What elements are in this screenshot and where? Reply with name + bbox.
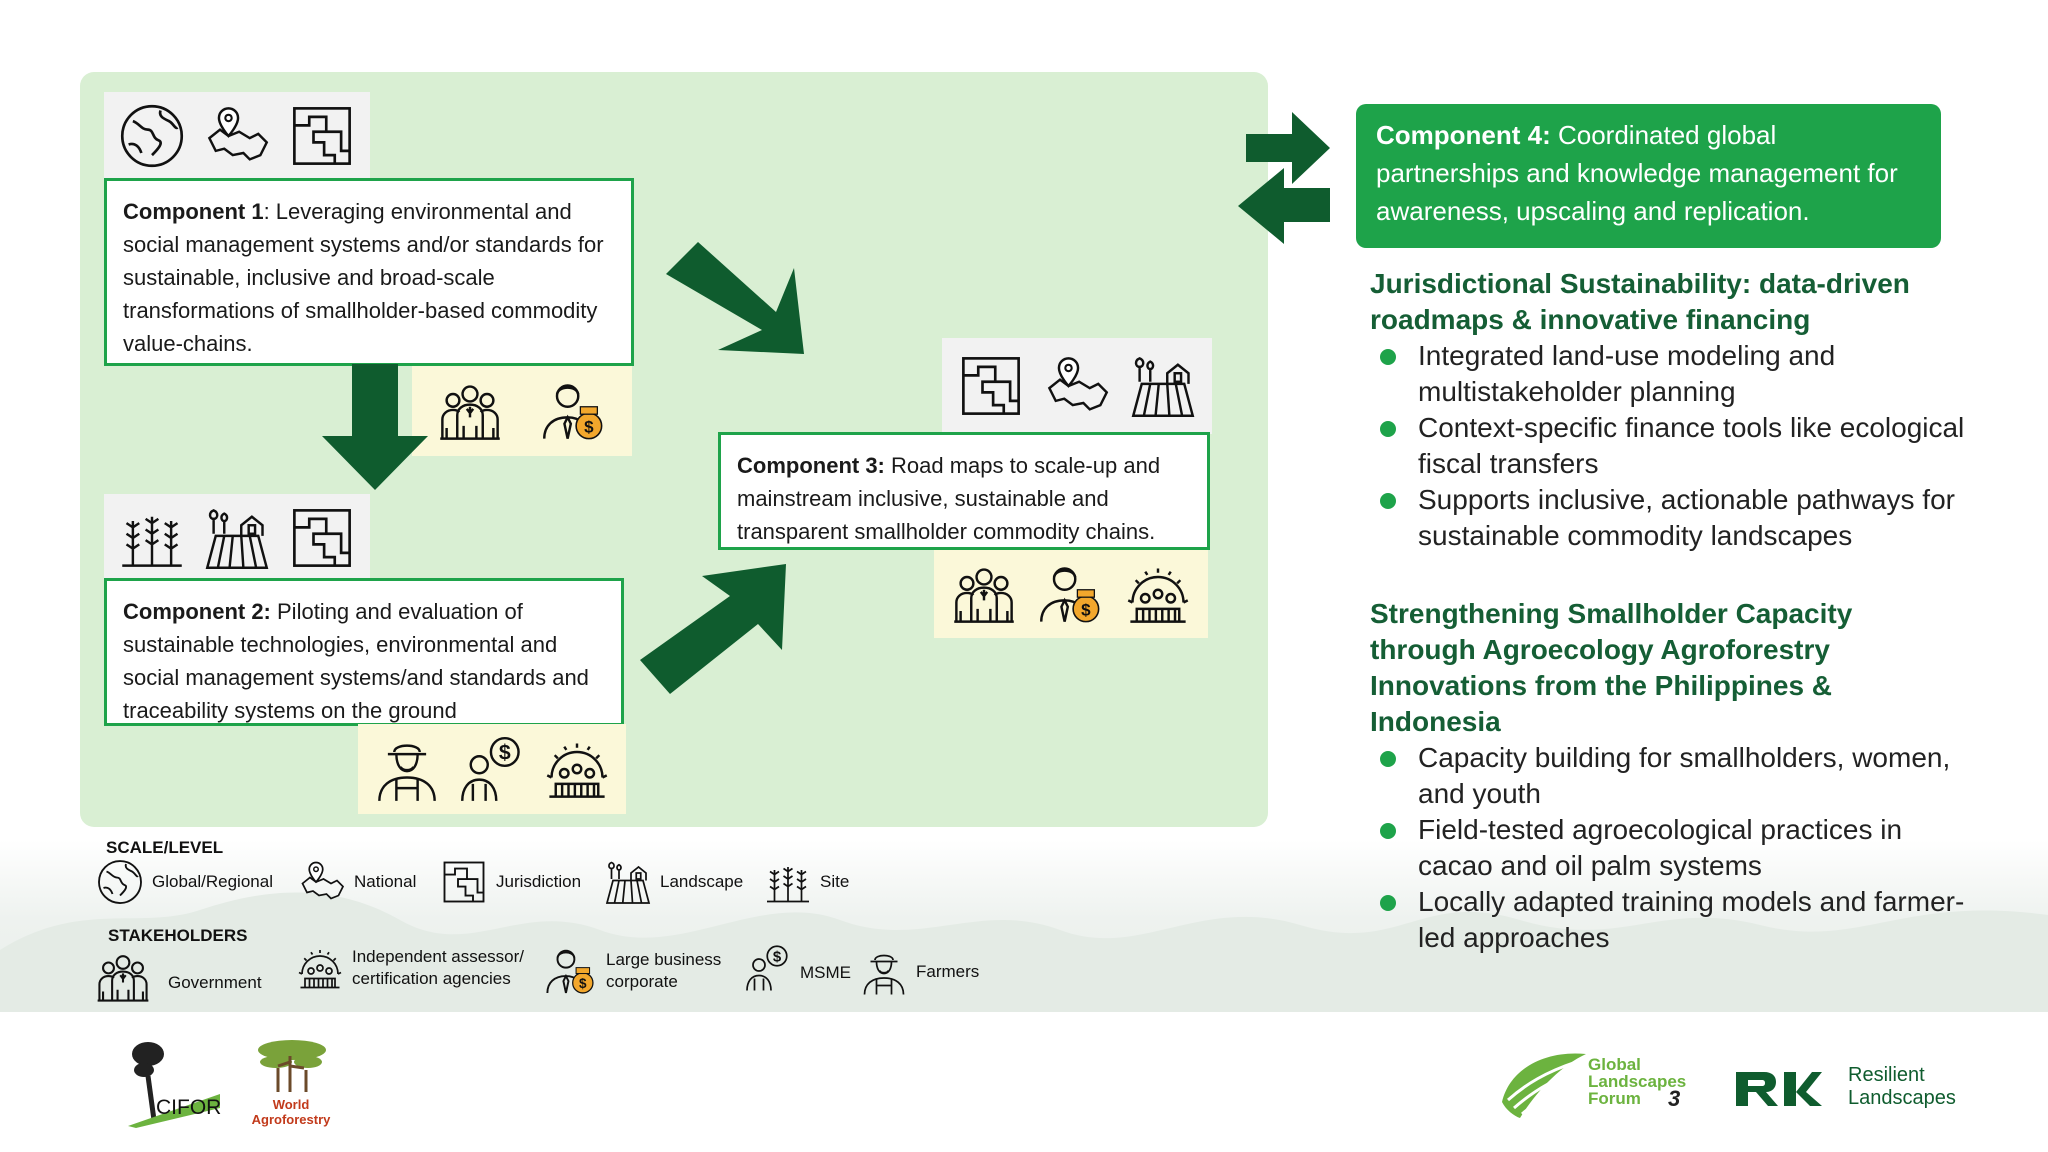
stakeholders-legend-heading: STAKEHOLDERS xyxy=(108,926,248,945)
arrow-c1-to-c3 xyxy=(666,242,804,354)
component1-scale-icons xyxy=(104,92,370,180)
bullet-icon xyxy=(1380,823,1396,839)
legend-landscape: Landscape xyxy=(604,858,743,906)
section-jurisdictional: Jurisdictional Sustainability: data-driv… xyxy=(1370,266,1970,554)
bullet-icon xyxy=(1380,751,1396,767)
government-group-icon xyxy=(94,948,152,1006)
agroforestry-wordmark-line1: World xyxy=(272,1097,310,1112)
cifor-logo: CIFOR xyxy=(124,1036,224,1128)
component4-box: Component 4: Coordinated global partners… xyxy=(1356,104,1941,248)
legend-government: Government xyxy=(94,948,262,1006)
msme-icon xyxy=(458,735,526,803)
legend-assessor: Independent assessor/ certification agen… xyxy=(296,944,546,992)
list-item: Context-specific finance tools like ecol… xyxy=(1370,410,1970,482)
globe-icon xyxy=(96,858,144,906)
farm-field-icon xyxy=(604,858,652,906)
glf-wordmark-line3: Forum xyxy=(1588,1089,1641,1108)
section-bullets: Capacity building for smallholders, wome… xyxy=(1370,740,1970,956)
component4-label: Component 4: xyxy=(1376,120,1551,150)
assessor-gear-icon xyxy=(1124,560,1192,628)
legend-site: Site xyxy=(764,858,849,906)
legend-global: Global/Regional xyxy=(96,858,273,906)
component2-label: Component 2: xyxy=(123,599,271,624)
glf-wordmark-line1: Global xyxy=(1588,1055,1641,1074)
government-group-icon xyxy=(436,377,504,445)
bidirectional-arrows-c4 xyxy=(1238,112,1330,244)
farm-field-icon xyxy=(203,504,271,572)
background-mist xyxy=(0,840,2048,1015)
component2-box: Component 2: Piloting and evaluation of … xyxy=(104,578,624,726)
section-title: Jurisdictional Sustainability: data-driv… xyxy=(1370,268,1910,335)
component4-text: Coordinated global partnerships and know… xyxy=(1376,120,1898,226)
component1-box: Component 1: Leveraging environmental an… xyxy=(104,178,634,366)
footer-band xyxy=(0,1012,2048,1152)
tree-silhouette-decoration xyxy=(0,892,2048,1015)
component2-text: Piloting and evaluation of sustainable t… xyxy=(123,599,589,723)
glf-leaf-icon xyxy=(1502,1053,1586,1118)
legend-farmers: Farmers xyxy=(860,948,979,996)
assessor-gear-icon xyxy=(296,944,344,992)
glf-wordmark-line2: Landscapes xyxy=(1588,1072,1687,1091)
assessor-gear-icon xyxy=(543,735,611,803)
component2-scale-icons xyxy=(104,494,370,582)
component3-box: Component 3: Road maps to scale-up and m… xyxy=(718,432,1210,550)
farm-field-icon xyxy=(1129,352,1197,420)
section-title: Strengthening Smallholder Capacity throu… xyxy=(1370,598,1853,737)
list-item: Locally adapted training models and farm… xyxy=(1370,884,1970,956)
cifor-tree-icon xyxy=(128,1042,220,1128)
bullet-icon xyxy=(1380,421,1396,437)
resilient-landscapes-logo: Resilient Landscapes xyxy=(1734,1060,1974,1120)
component3-label: Component 3: xyxy=(737,453,885,478)
legend-jurisdiction: Jurisdiction xyxy=(440,858,581,906)
section-smallholder: Strengthening Smallholder Capacity throu… xyxy=(1370,596,1970,956)
list-item: Capacity building for smallholders, wome… xyxy=(1370,740,1970,812)
section-bullets: Integrated land-use modeling and multist… xyxy=(1370,338,1970,554)
bullet-icon xyxy=(1380,895,1396,911)
farmer-icon xyxy=(860,948,908,996)
msme-icon xyxy=(744,944,792,992)
component3-stakeholder-icons xyxy=(934,550,1208,638)
rl-mark-icon xyxy=(1736,1072,1822,1106)
map-pin-icon xyxy=(203,102,271,170)
legend-msme: MSME xyxy=(744,944,851,992)
list-item: Supports inclusive, actionable pathways … xyxy=(1370,482,1970,554)
agroforestry-tree-icon xyxy=(258,1040,326,1092)
component2-stakeholder-icons xyxy=(358,724,626,814)
business-person-icon xyxy=(540,377,608,445)
glf-logo: Global Landscapes Forum 3 xyxy=(1496,1046,1696,1122)
crops-icon xyxy=(764,858,812,906)
component1-label: Component 1 xyxy=(123,199,264,224)
globe-icon xyxy=(118,102,186,170)
component3-text: Road maps to scale-up and mainstream inc… xyxy=(737,453,1161,544)
bullet-icon xyxy=(1380,493,1396,509)
rl-wordmark-line1: Resilient xyxy=(1848,1064,1925,1086)
world-agroforestry-logo: World Agroforestry xyxy=(246,1036,336,1127)
business-person-icon xyxy=(544,944,598,998)
legend-business: Large business corporate xyxy=(544,944,744,998)
jurisdiction-map-icon xyxy=(440,858,488,906)
map-pin-icon xyxy=(298,858,346,906)
agroforestry-wordmark-line2: Agroforestry xyxy=(251,1112,331,1127)
list-item: Field-tested agroecological practices in… xyxy=(1370,812,1970,884)
jurisdiction-map-icon xyxy=(288,504,356,572)
business-person-icon xyxy=(1037,560,1105,628)
cifor-wordmark: CIFOR xyxy=(156,1096,222,1119)
component1-text: : Leveraging environmental and social ma… xyxy=(123,199,604,356)
map-pin-icon xyxy=(1043,352,1111,420)
list-item: Integrated land-use modeling and multist… xyxy=(1370,338,1970,410)
legend-national: National xyxy=(298,858,416,906)
crops-icon xyxy=(118,504,186,572)
arrow-down-c1-to-c2 xyxy=(322,364,428,490)
jurisdiction-map-icon xyxy=(288,102,356,170)
component1-stakeholder-icons xyxy=(412,366,632,456)
bullet-icon xyxy=(1380,349,1396,365)
farmer-icon xyxy=(373,735,441,803)
jurisdiction-map-icon xyxy=(957,352,1025,420)
page-number: 3 xyxy=(1668,1086,1681,1111)
component3-scale-icons xyxy=(942,338,1212,434)
government-group-icon xyxy=(950,560,1018,628)
scale-legend-heading: SCALE/LEVEL xyxy=(106,838,224,857)
rl-wordmark-line2: Landscapes xyxy=(1848,1087,1956,1109)
arrow-c2-to-c3 xyxy=(640,564,786,694)
